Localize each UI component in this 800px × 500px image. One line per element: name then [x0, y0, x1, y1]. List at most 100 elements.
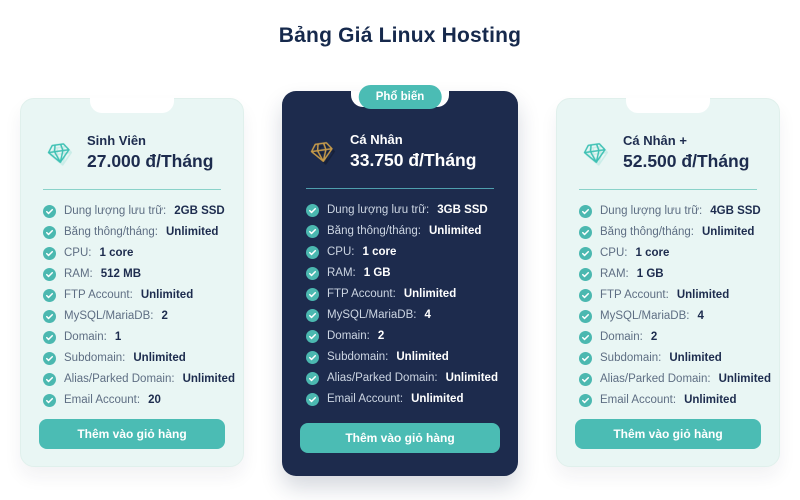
feature-label: Email Account: [327, 392, 404, 405]
check-icon [43, 331, 56, 344]
feature-row: FTP Account:Unlimited [43, 289, 223, 302]
feature-label: Băng thông/tháng: [64, 225, 158, 238]
feature-row: Băng thông/tháng:Unlimited [579, 226, 759, 239]
feature-value: Unlimited [403, 287, 457, 300]
feature-value: 2GB SSD [174, 204, 225, 217]
feature-value: Unlimited [702, 225, 755, 238]
plan-card-sinh-vien: Sinh Viên 27.000 đ/Tháng Dung lượng lưu … [20, 98, 244, 467]
card-notch [626, 98, 710, 113]
check-icon [43, 373, 56, 386]
card-notch [90, 98, 174, 113]
plan-header: Cá Nhân 33.750 đ/Tháng [304, 132, 496, 171]
check-icon [579, 268, 592, 281]
check-icon [306, 393, 319, 406]
check-icon [306, 330, 319, 343]
feature-row: Subdomain: Unlimited [43, 352, 223, 365]
feature-label: Email Account: [64, 393, 141, 406]
feature-row: Dung lượng lưu trữ: 3GB SSD [306, 204, 496, 217]
feature-label: Domain: [64, 330, 107, 343]
feature-value: Unlimited [684, 393, 737, 406]
feature-value: Unlimited [133, 351, 186, 364]
check-icon [579, 247, 592, 260]
feature-list: Dung lượng lưu trữ:3GB SSD Băng thông/th… [304, 204, 498, 406]
check-icon [579, 310, 592, 323]
feature-label: Dung lượng lưu trữ: [600, 204, 703, 217]
feature-label: RAM: [600, 267, 629, 280]
feature-label: MySQL/MariaDB: [64, 309, 154, 322]
feature-label: FTP Account: [327, 287, 396, 300]
check-icon [43, 205, 56, 218]
feature-label: Subdomain: [600, 351, 662, 364]
feature-value: Unlimited [396, 350, 449, 363]
add-to-cart-button[interactable]: Thêm vào giỏ hàng [39, 419, 225, 449]
check-icon [43, 352, 56, 365]
feature-row: Email Account:Unlimited [579, 394, 759, 407]
divider [43, 189, 221, 190]
feature-label: Alias/Parked Domain: [64, 372, 175, 385]
feature-label: FTP Account: [600, 288, 669, 301]
add-to-cart-button[interactable]: Thêm vào giỏ hàng [300, 423, 500, 453]
feature-label: Dung lượng lưu trữ: [64, 204, 167, 217]
feature-value: 3GB SSD [437, 203, 488, 216]
divider [579, 189, 757, 190]
check-icon [43, 247, 56, 260]
diamond-icon [578, 136, 612, 170]
feature-label: MySQL/MariaDB: [600, 309, 690, 322]
diamond-icon [42, 136, 76, 170]
feature-value: 20 [148, 393, 161, 406]
feature-label: Domain: [327, 329, 370, 342]
feature-row: MySQL/MariaDB:4 [579, 310, 759, 323]
check-icon [306, 372, 319, 385]
plan-titles: Cá Nhân 33.750 đ/Tháng [350, 132, 476, 171]
feature-value: 2 [161, 309, 168, 322]
feature-row: RAM:1 GB [306, 267, 496, 280]
check-icon [306, 204, 319, 217]
check-icon [579, 331, 592, 344]
feature-row: CPU:1 core [579, 247, 759, 260]
feature-value: Unlimited [445, 371, 498, 384]
feature-label: Domain: [600, 330, 643, 343]
check-icon [43, 226, 56, 239]
feature-row: Email Account: 20 [43, 394, 223, 407]
feature-value: 1 GB [363, 266, 391, 279]
plan-name: Cá Nhân [350, 132, 403, 147]
feature-row: Email Account: Unlimited [306, 393, 496, 406]
feature-value: 1 GB [636, 267, 664, 280]
feature-label: CPU: [600, 246, 628, 259]
check-icon [43, 394, 56, 407]
feature-label: Subdomain: [327, 350, 389, 363]
feature-value: 1 core [99, 246, 134, 259]
feature-value: 1 [114, 330, 122, 343]
feature-row: Domain:2 [579, 331, 759, 344]
feature-row: Dung lượng lưu trữ:4GB SSD [579, 204, 761, 218]
check-icon [579, 289, 592, 302]
plan-price: 33.750 đ/Tháng [350, 150, 477, 170]
plan-card-ca-nhan: Phổ biến Cá Nhân 33.750 đ/Tháng Dung lượ… [282, 85, 518, 476]
check-icon [43, 310, 56, 323]
feature-value: Unlimited [669, 351, 722, 364]
feature-value: Unlimited [166, 225, 219, 238]
check-icon [579, 394, 592, 407]
check-icon [579, 373, 592, 386]
feature-row: Subdomain: Unlimited [579, 352, 759, 365]
feature-label: Dung lượng lưu trữ: [327, 203, 430, 216]
feature-row: Băng thông/tháng: Unlimited [43, 226, 223, 239]
feature-row: CPU:1 core [43, 247, 223, 260]
check-icon [306, 225, 319, 238]
feature-label: Subdomain: [64, 351, 126, 364]
add-to-cart-button[interactable]: Thêm vào giỏ hàng [575, 419, 761, 449]
feature-list: Dung lượng lưu trữ:4GB SSD Băng thông/th… [577, 204, 771, 407]
plan-card-ca-nhan-plus: Cá Nhân + 52.500 đ/Tháng Dung lượng lưu … [556, 98, 780, 467]
feature-row: Dung lượng lưu trữ: 2GB SSD [43, 204, 225, 218]
feature-label: RAM: [64, 267, 93, 280]
feature-value: 2 [377, 329, 385, 342]
plan-price: 27.000 đ/Tháng [87, 151, 214, 171]
feature-value: 1 core [362, 245, 397, 258]
feature-row: Alias/Parked Domain:Unlimited [43, 372, 235, 386]
feature-value: Unlimited [411, 392, 464, 405]
divider [306, 188, 494, 189]
feature-row: RAM: 1 GB [579, 268, 759, 281]
plan-name: Cá Nhân + [623, 133, 687, 148]
plan-header: Cá Nhân + 52.500 đ/Tháng [577, 133, 759, 172]
feature-row: CPU:1 core [306, 246, 496, 259]
